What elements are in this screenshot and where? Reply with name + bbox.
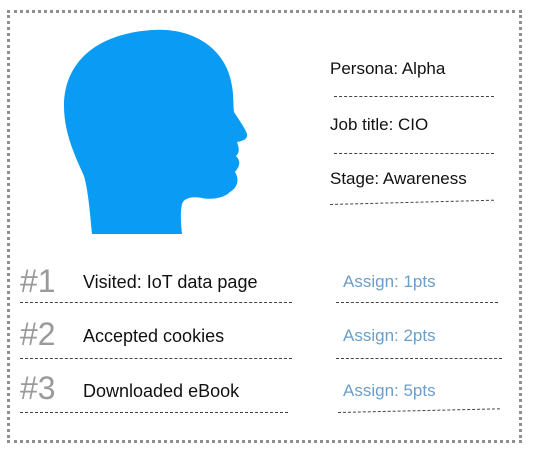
head-silhouette-icon: [64, 29, 248, 234]
divider: [334, 153, 494, 154]
activity-text: Downloaded eBook: [83, 381, 240, 401]
activity-assign: Assign: 5pts: [343, 381, 436, 400]
persona-name: Persona: Alpha: [330, 59, 446, 78]
head-silhouette-icon: [64, 28, 254, 234]
activity-text: Accepted cookies: [83, 326, 225, 346]
activity-assign: Assign: 1pts: [343, 272, 436, 291]
divider: [334, 96, 494, 97]
divider: [20, 358, 292, 359]
activity-number: #1: [20, 263, 56, 299]
divider: [20, 412, 288, 413]
divider: [20, 302, 292, 303]
job-title: Job title: CIO: [330, 115, 429, 134]
activity-number: #2: [20, 316, 56, 352]
divider: [336, 358, 502, 359]
activity-assign: Assign: 2pts: [343, 326, 436, 345]
activity-number: #3: [20, 370, 56, 406]
stage: Stage: Awareness: [330, 169, 467, 188]
activity-text: Visited: IoT data page: [83, 272, 258, 292]
divider: [336, 302, 498, 303]
